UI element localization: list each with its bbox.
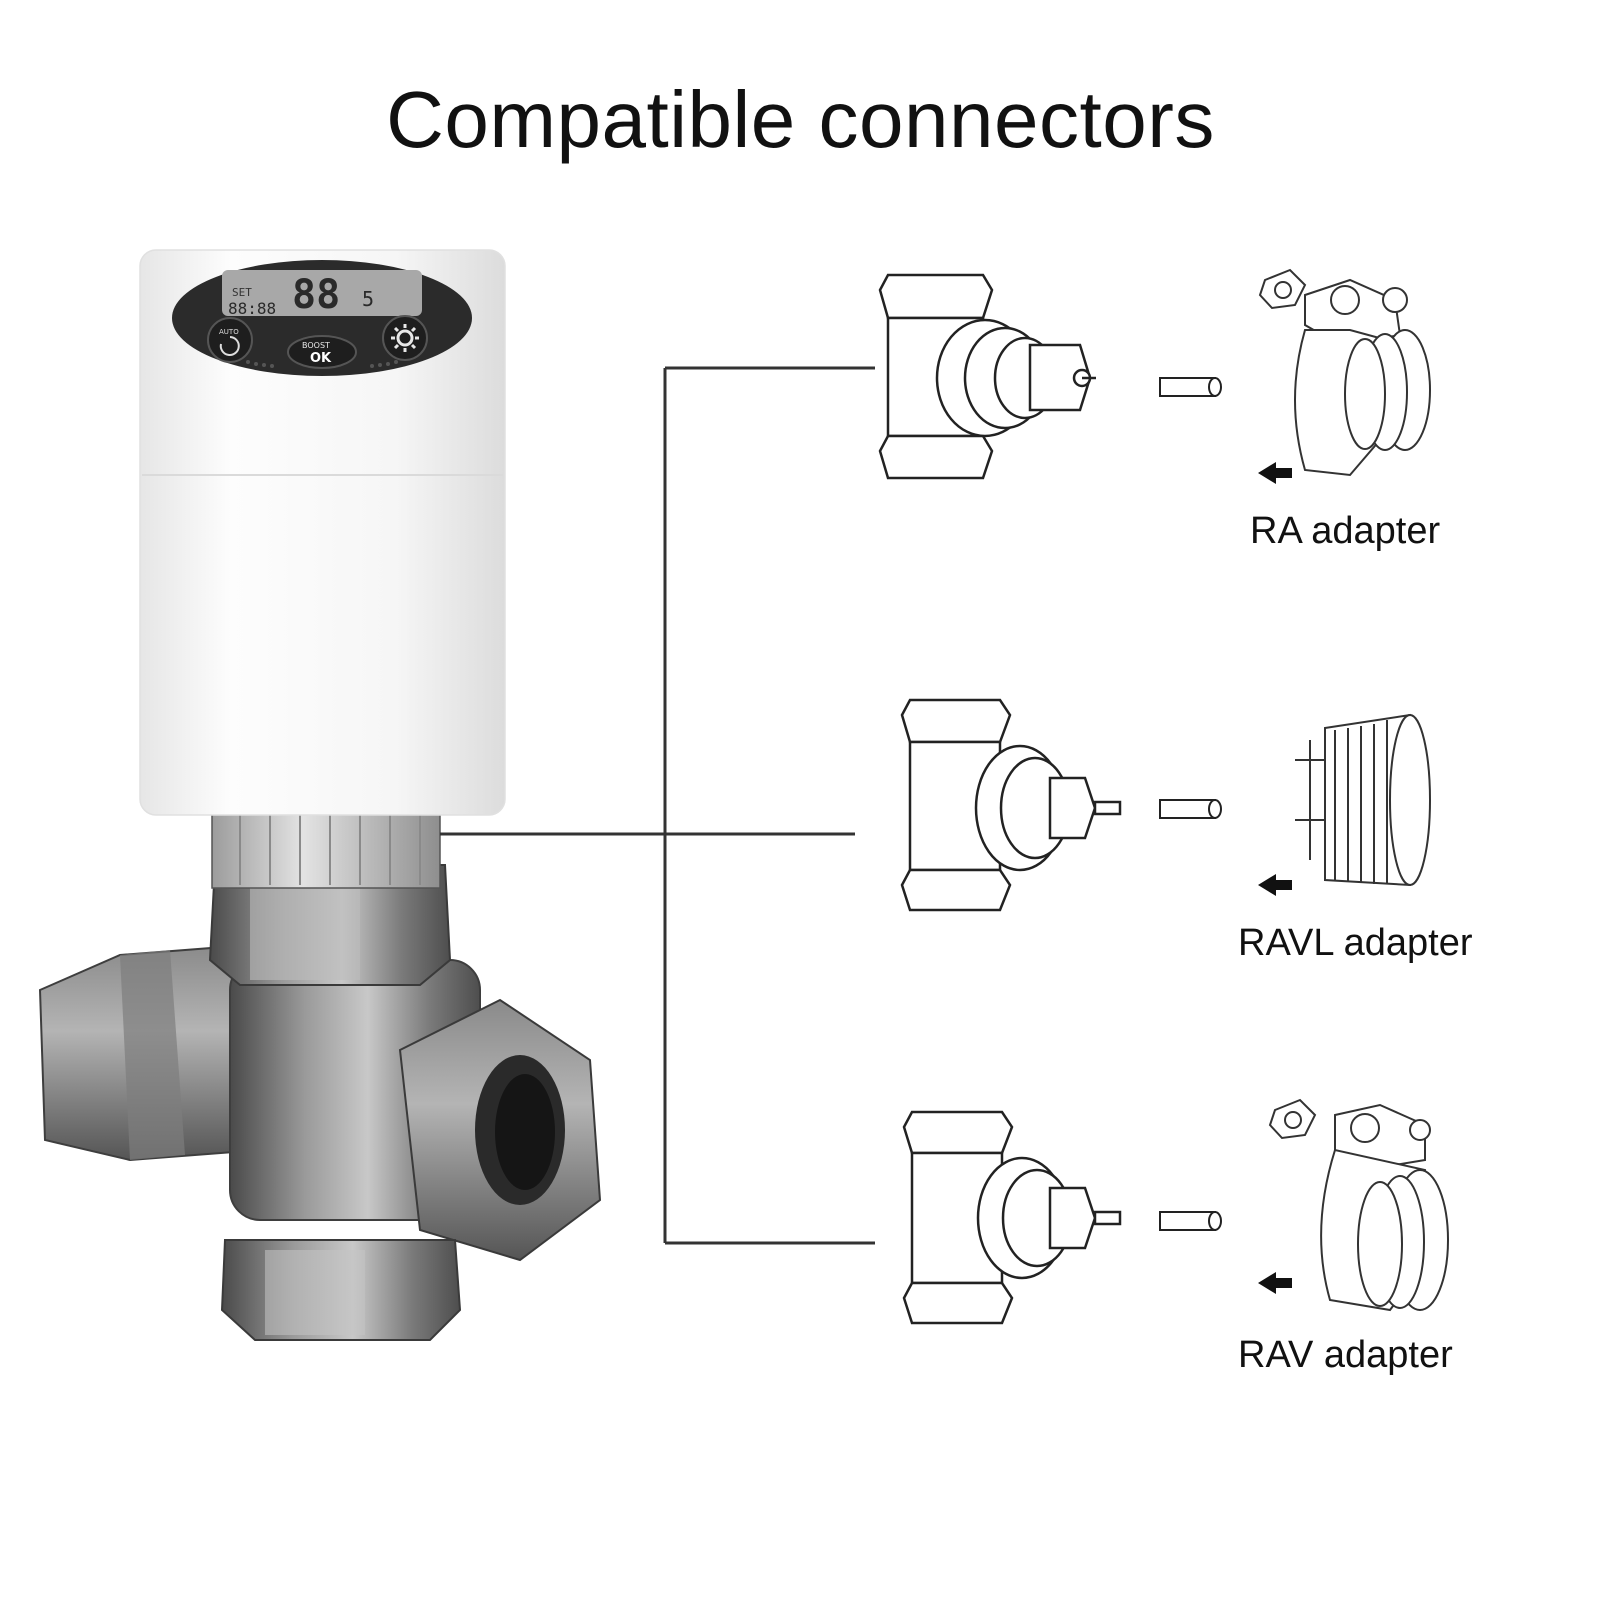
lcd-temperature-decimal: 5 (362, 287, 374, 311)
boost-label: BOOST (302, 341, 330, 350)
lcd-time: 88:88 (228, 299, 276, 318)
page-title: Compatible connectors (386, 75, 1215, 164)
radiator-valve (38, 807, 602, 1341)
lcd-set-indicator: SET (232, 286, 252, 299)
ravl-adapter-drawing (1295, 713, 1431, 887)
valve-coupling-ring (211, 807, 441, 889)
auto-button[interactable] (207, 317, 253, 363)
rav-valve-drawing (902, 1110, 1122, 1325)
rav-arrow-icon (1258, 1272, 1292, 1294)
lcd-temperature: 88 (292, 272, 340, 318)
ra-arrow-icon (1258, 462, 1292, 484)
ra-valve-drawing (878, 273, 1096, 480)
rav-pin-icon (1159, 1211, 1222, 1231)
thermostat-body (139, 249, 506, 816)
speaker-grille-left (246, 360, 274, 368)
settings-button[interactable] (382, 315, 428, 361)
gear-icon (391, 324, 419, 352)
ra-adapter-drawing (1258, 268, 1431, 477)
ra-pin-icon (1159, 377, 1222, 397)
lcd-screen (222, 270, 422, 316)
refresh-icon (219, 336, 240, 356)
ra-adapter-label: RA adapter (1250, 510, 1441, 552)
ravl-arrow-icon (1258, 874, 1292, 896)
auto-button-label: AUTO (219, 328, 239, 336)
rav-adapter-drawing (1268, 1098, 1449, 1312)
connector-lines (440, 366, 875, 1245)
rav-adapter-label: RAV adapter (1238, 1334, 1453, 1376)
ravl-adapter-label: RAVL adapter (1238, 922, 1473, 964)
ok-label: OK (310, 351, 332, 366)
ravl-pin-icon (1159, 799, 1222, 819)
smart-thermostat: SET 88 5 88:88 AUTO BOOST OK (139, 249, 506, 816)
speaker-grille-right (370, 360, 398, 368)
ravl-valve-drawing (900, 698, 1122, 912)
boost-ok-button[interactable] (287, 335, 357, 369)
